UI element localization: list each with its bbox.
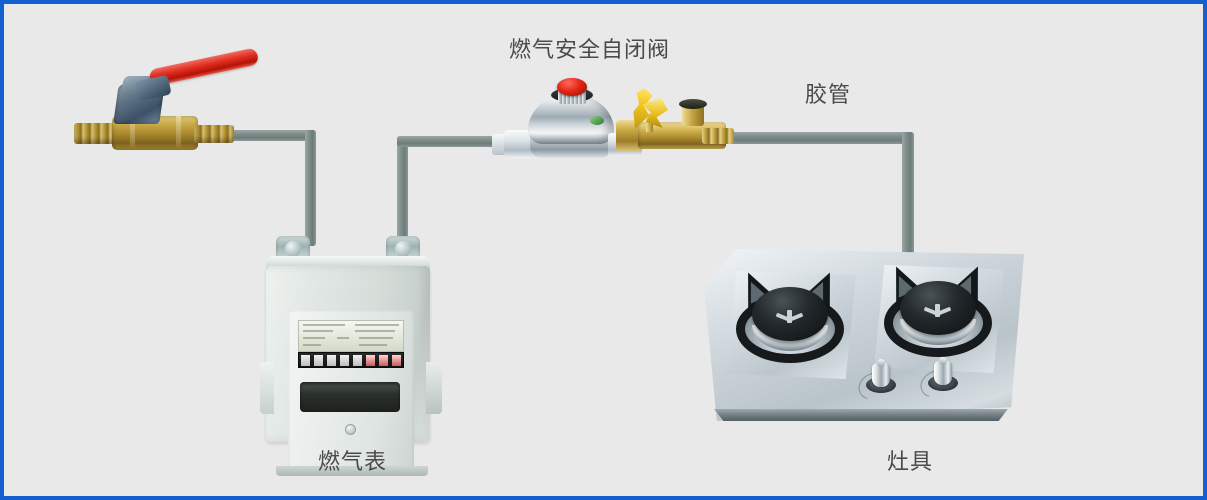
- label-stove: 灶具: [887, 450, 934, 475]
- gas-meter-screw: [345, 424, 356, 435]
- hose-to-stove-horizontal: [720, 132, 914, 144]
- knob-body: [872, 363, 890, 387]
- gas-meter-spec-label: [298, 320, 404, 352]
- gas-safety-self-closing-valve[interactable]: [492, 74, 642, 169]
- ball-valve-rib: [130, 116, 135, 150]
- burner-igniter-left: [775, 309, 804, 325]
- stove-burner-right[interactable]: [878, 267, 998, 367]
- gas-meter-base: [276, 466, 428, 476]
- burner-igniter-right: [923, 303, 952, 319]
- brass-valve-upright-port: [682, 104, 704, 126]
- gas-stove[interactable]: [704, 249, 1024, 434]
- hose-to-stove-vertical: [902, 132, 914, 260]
- gas-meter[interactable]: [260, 236, 442, 476]
- pipe-meter-to-regulator-vertical: [397, 136, 408, 246]
- ball-valve[interactable]: [64, 47, 260, 172]
- regulator-indicator-dot: [590, 116, 604, 125]
- label-safety-valve: 燃气安全自闭阀: [509, 38, 671, 63]
- ball-valve-inlet-nipple: [74, 123, 116, 144]
- ball-valve-rib: [176, 116, 181, 150]
- pipe-valve-to-meter-horizontal: [232, 130, 316, 141]
- gas-meter-body: [260, 266, 442, 476]
- ball-valve-outlet-nipple: [194, 125, 234, 143]
- label-gas-meter: 燃气表: [318, 450, 388, 475]
- stove-knob-right[interactable]: [916, 357, 960, 403]
- gas-meter-display-window: [300, 382, 400, 412]
- stove-front-edge: [714, 409, 1008, 421]
- knob-tip: [939, 357, 947, 365]
- stove-burner-left[interactable]: [730, 273, 850, 373]
- brass-valve-hose-nipple: [702, 128, 734, 144]
- pipe-meter-to-regulator-horizontal: [397, 136, 515, 147]
- knob-tip: [877, 359, 885, 367]
- regulator-reset-button[interactable]: [557, 78, 587, 96]
- label-hose: 胶管: [805, 83, 852, 108]
- gas-meter-index-dials: [298, 352, 404, 368]
- knob-body: [934, 361, 952, 385]
- gas-meter-side-left: [260, 362, 274, 414]
- stove-knob-left[interactable]: [854, 359, 898, 405]
- brass-valve-port-cap: [679, 99, 707, 109]
- brass-angle-valve[interactable]: [616, 92, 734, 164]
- gas-meter-side-right: [426, 362, 442, 414]
- pipe-valve-to-meter-vertical: [305, 130, 316, 246]
